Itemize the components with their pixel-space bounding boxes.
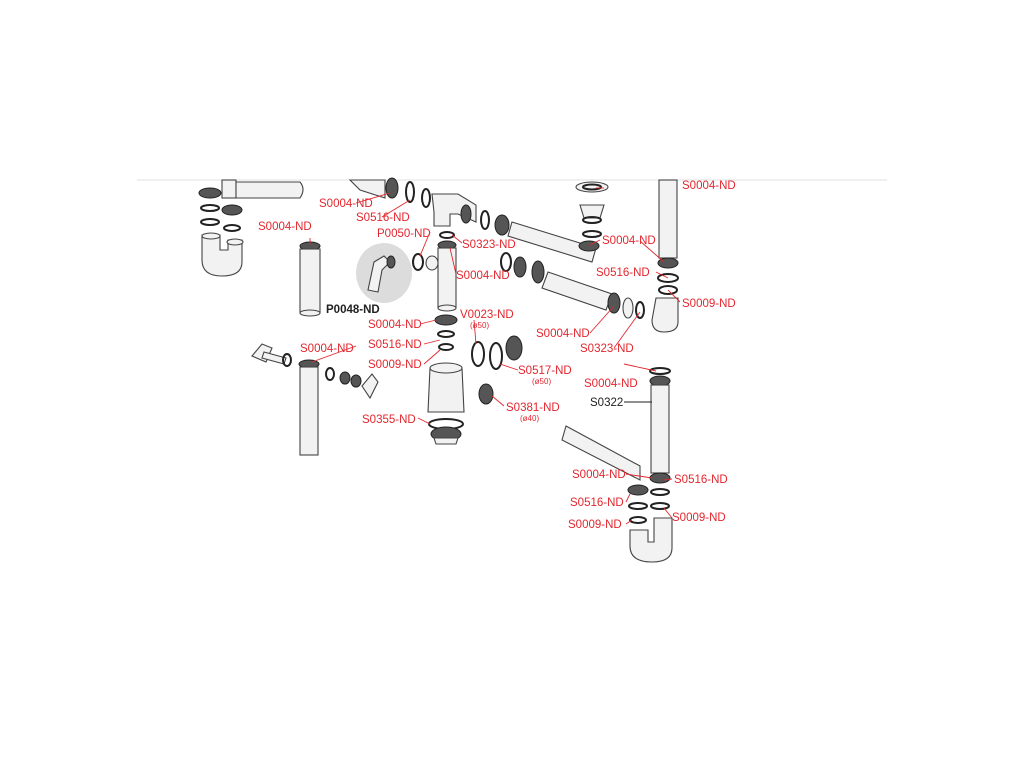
label-s0009-a: S0009-ND <box>682 298 736 310</box>
label-s0516-a: S0516-ND <box>356 212 410 224</box>
leader-lines <box>309 187 681 525</box>
right-lower-trap <box>561 367 673 563</box>
bottle-trap-body <box>427 314 465 445</box>
label-s0009-c: S0009-ND <box>568 519 622 531</box>
label-s0004-h: S0004-ND <box>584 378 638 390</box>
label-s0004-c: S0004-ND <box>602 235 656 247</box>
center-standpipe <box>437 231 457 312</box>
label-s0004-top-right: S0004-ND <box>682 180 736 192</box>
label-s0516-b: S0516-ND <box>596 267 650 279</box>
center-side-rings <box>471 335 523 405</box>
label-s0517: S0517-ND <box>518 365 572 377</box>
label-s0516-c: S0516-ND <box>368 339 422 351</box>
center-right-rings <box>500 252 545 284</box>
label-p0048: P0048-ND <box>326 304 380 316</box>
label-s0009-d: S0009-ND <box>672 512 726 524</box>
label-s0004-b: S0004-ND <box>258 221 312 233</box>
right-top-trap <box>651 179 679 333</box>
label-s0004-g: S0004-ND <box>300 343 354 355</box>
horizontal-waste-pipe <box>541 271 645 319</box>
left-lower-assembly <box>251 343 379 456</box>
label-s0323-b: S0323-ND <box>580 343 634 355</box>
label-s0381: S0381-ND <box>506 402 560 414</box>
label-p0050: P0050-ND <box>377 228 431 240</box>
label-s0355: S0355-ND <box>362 414 416 426</box>
left-standpipe <box>299 241 321 317</box>
label-s0516-d: S0516-ND <box>674 474 728 486</box>
label-s0004-i: S0004-ND <box>572 469 626 481</box>
label-s0004-e: S0004-ND <box>368 319 422 331</box>
part-labels: S0004-ND S0516-ND S0004-ND S0004-ND P005… <box>258 180 736 531</box>
label-s0381-sub: (ø40) <box>520 414 539 423</box>
label-s0004-f: S0004-ND <box>536 328 590 340</box>
label-s0322: S0322 <box>590 397 623 409</box>
sink-strainer <box>575 181 609 252</box>
label-s0004-d: S0004-ND <box>456 270 510 282</box>
label-v0023: V0023-ND <box>460 309 514 321</box>
label-s0517-sub: (ø50) <box>532 377 551 386</box>
label-s0004-a: S0004-ND <box>319 198 373 210</box>
p0050-small-connector <box>412 253 439 271</box>
label-s0009-b: S0009-ND <box>368 359 422 371</box>
label-v0023-sub: (ø50) <box>470 321 489 330</box>
label-s0323-a: S0323-ND <box>462 239 516 251</box>
p0048-hose-connector <box>356 243 412 303</box>
left-bottle-trap <box>198 179 304 277</box>
label-s0516-e: S0516-ND <box>570 497 624 509</box>
